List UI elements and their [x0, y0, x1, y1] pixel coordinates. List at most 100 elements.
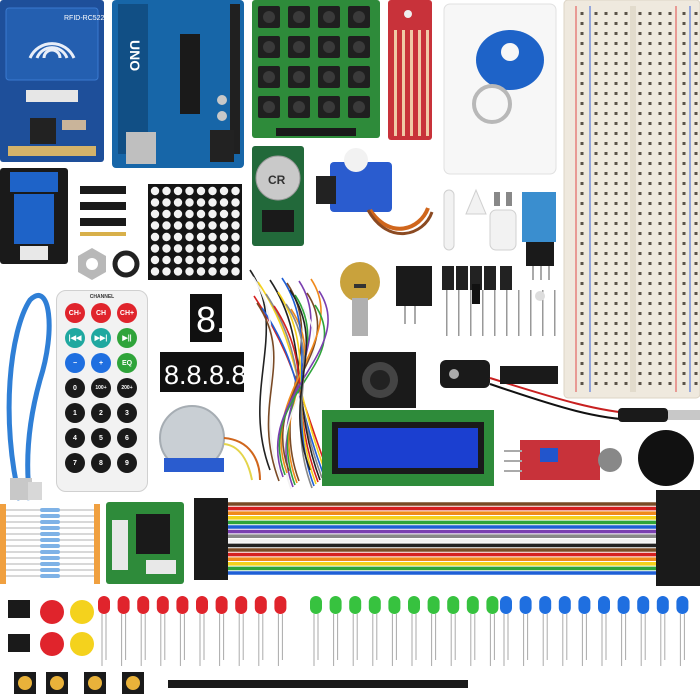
- buzzer: [638, 430, 694, 486]
- arduino-label: UNO: [127, 40, 143, 71]
- remote-key: 6: [117, 428, 137, 448]
- remote-key: CH: [91, 303, 111, 323]
- ribbon-cable: [194, 490, 700, 586]
- rfid-card-fob: [443, 3, 557, 175]
- dht11-sensor: [522, 192, 556, 280]
- lcd-module: [322, 410, 494, 486]
- rtc-module: CR: [252, 146, 304, 246]
- arduino-board: UNO: [112, 0, 244, 168]
- quad-digits: 8.8.8.8.: [164, 360, 254, 390]
- led: [656, 596, 669, 614]
- servo-horns: [443, 188, 517, 251]
- resistor: [40, 550, 60, 554]
- led: [500, 596, 512, 614]
- resistors: [0, 504, 100, 584]
- led: [598, 596, 610, 614]
- resistor: [40, 514, 60, 518]
- led: [274, 596, 287, 614]
- remote-key: 8: [91, 453, 111, 473]
- pin-headers: [80, 186, 126, 236]
- jumper-wire: [256, 302, 280, 482]
- led: [98, 596, 110, 614]
- water-sensor: [388, 0, 432, 140]
- led: [388, 596, 401, 614]
- remote-key: ▶▶|: [91, 328, 111, 348]
- single-digit: 8.: [196, 299, 226, 340]
- remote-key: |◀◀: [65, 328, 85, 348]
- remote-key: 9: [117, 453, 137, 473]
- rfid-board: RFID-RC522: [0, 0, 105, 162]
- led: [466, 596, 479, 614]
- relay-module: [0, 168, 68, 264]
- rtc-battery-label: CR: [268, 173, 286, 187]
- led: [215, 596, 228, 614]
- resistor: [40, 526, 60, 530]
- stepper-motor: [159, 405, 261, 481]
- breadboard: [563, 0, 700, 399]
- remote-key: 3: [117, 403, 137, 423]
- jumper-wire: [252, 276, 282, 480]
- remote-key: CH-: [65, 303, 85, 323]
- remote-key: EQ: [117, 353, 137, 373]
- remote-key: 7: [65, 453, 85, 473]
- resistor: [40, 520, 60, 524]
- led: [329, 596, 342, 614]
- remote-key: 1: [65, 403, 85, 423]
- led: [558, 596, 571, 614]
- potentiometer: [340, 262, 380, 336]
- component-legs: [446, 284, 556, 336]
- hardware-nuts: [78, 248, 140, 280]
- remote-key: 5: [91, 428, 111, 448]
- header-strip: [168, 680, 468, 688]
- jumper-wire: [277, 291, 317, 485]
- push-buttons: [8, 600, 144, 694]
- photodiode: [472, 284, 480, 304]
- led: [137, 596, 150, 614]
- jumper-wire: [280, 278, 322, 474]
- remote-key: CH+: [117, 303, 137, 323]
- led: [254, 596, 267, 614]
- dot-matrix: [148, 184, 242, 280]
- joystick-module: [350, 352, 416, 408]
- resistor: [40, 556, 60, 560]
- led-row: [98, 596, 689, 666]
- led: [486, 596, 499, 614]
- led: [637, 596, 650, 614]
- remote-key: 2: [91, 403, 111, 423]
- led: [617, 596, 630, 614]
- led: [427, 596, 440, 614]
- remote-key: 4: [65, 428, 85, 448]
- seven-segment-quad: 8.8.8.8.: [160, 352, 254, 392]
- audio-jack: [618, 408, 700, 422]
- resistor: [40, 574, 60, 578]
- led: [676, 596, 689, 614]
- remote-key: 200+: [117, 378, 137, 398]
- jumper-wire: [276, 290, 329, 478]
- led: [519, 596, 532, 614]
- driver-board: [106, 502, 184, 584]
- jumper-bundle: [249, 269, 329, 490]
- ic-chip: [500, 366, 558, 384]
- seven-segment-single: 8.: [190, 294, 226, 342]
- led: [310, 596, 322, 614]
- remote-key: 0: [65, 378, 85, 398]
- sensor-modules: [396, 266, 512, 324]
- jumper-wire: [285, 303, 313, 489]
- led: [578, 596, 591, 614]
- led: [447, 596, 460, 614]
- remote-channel-label: CHANNEL: [89, 294, 115, 300]
- led: [349, 596, 362, 614]
- remote-key: 100+: [91, 378, 111, 398]
- led: [539, 596, 552, 614]
- resistor: [40, 562, 60, 566]
- servo-motor: [316, 148, 434, 236]
- led: [235, 596, 248, 614]
- sound-sensor: [504, 440, 622, 480]
- remote-key: −: [65, 353, 85, 373]
- remote-key: +: [91, 353, 111, 373]
- led: [196, 596, 208, 614]
- rfid-label: RFID-RC522: [64, 15, 105, 22]
- led: [408, 596, 420, 614]
